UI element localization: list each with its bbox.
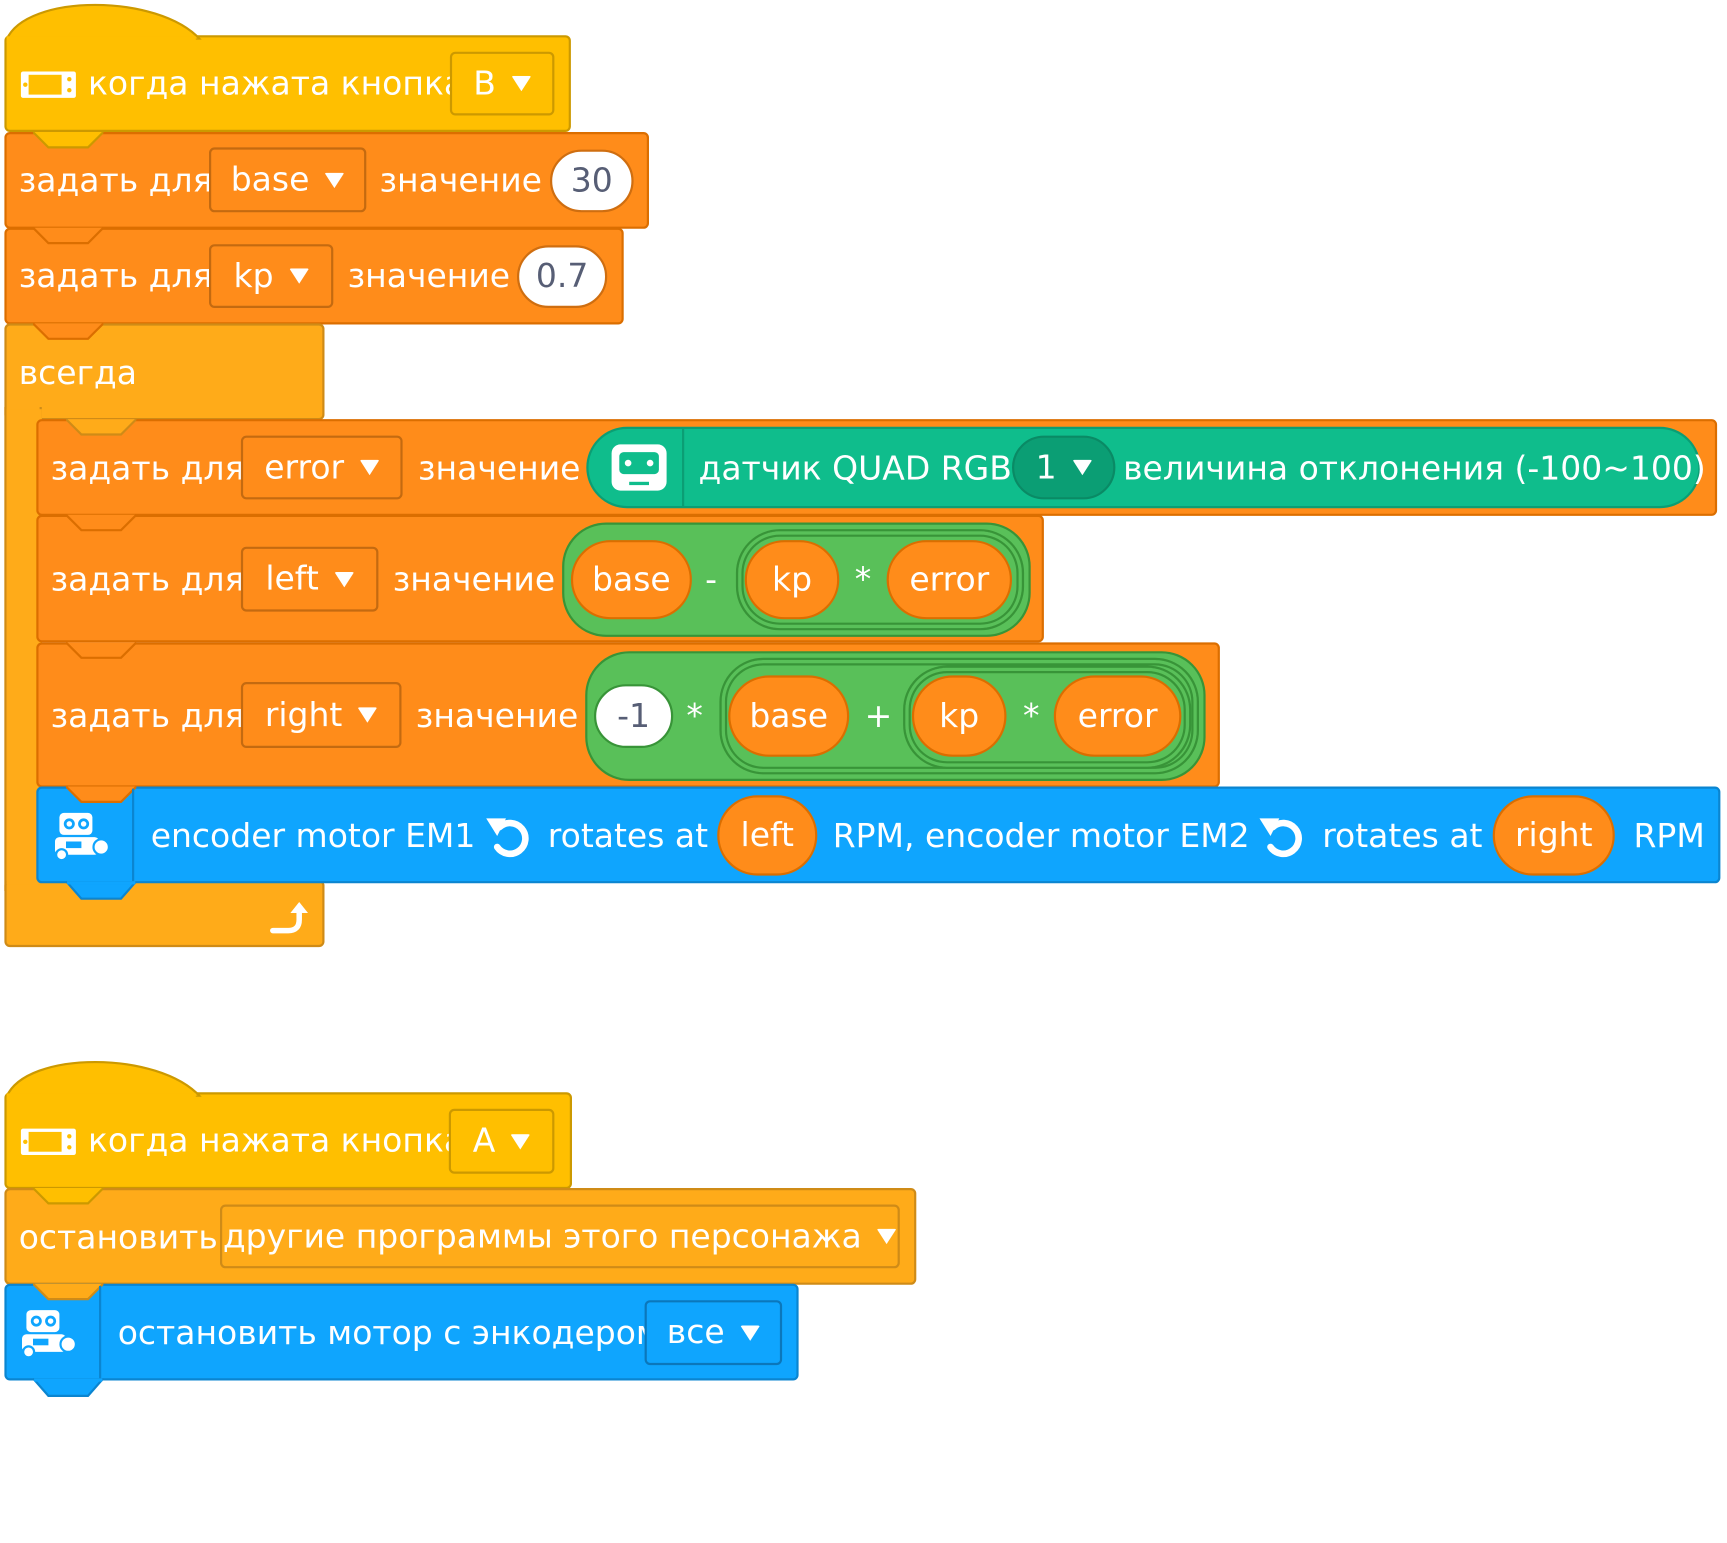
rpm-label: RPM [1633, 817, 1705, 856]
operator-minus: - [705, 561, 718, 600]
variable-name: left [265, 559, 319, 599]
sensor-board-icon [611, 444, 667, 491]
operator-multiply: * [1023, 697, 1040, 736]
dropdown-arrow-icon [334, 571, 354, 587]
dropdown-arrow-icon [877, 1228, 897, 1245]
variable-reporter-error[interactable]: error [1053, 675, 1182, 757]
variable-name: kp [233, 256, 274, 296]
variable-dropdown[interactable]: error [240, 435, 403, 500]
forever-label: всегда [18, 354, 137, 393]
variable-dropdown[interactable]: base [209, 147, 367, 213]
value-label: значение [392, 561, 556, 600]
controller-icon [20, 1128, 76, 1155]
connector-notch [33, 1187, 104, 1205]
stop-option-dropdown[interactable]: другие программы этого персонажа [220, 1204, 900, 1269]
set-prefix: задать для [50, 561, 245, 600]
variable-dropdown[interactable]: right [240, 682, 402, 748]
connector-notch [33, 226, 104, 245]
variable-reporter-base[interactable]: base [570, 540, 692, 620]
variable-reporter-right[interactable]: right [1492, 795, 1615, 876]
operator-plus: + [864, 697, 893, 736]
value-label: значение [379, 161, 542, 201]
set-prefix: задать для [50, 697, 245, 736]
hat-cap [5, 1060, 202, 1097]
variable-name: right [264, 695, 343, 735]
rotates-at-label: rotates at [547, 817, 709, 856]
variable-reporter-kp[interactable]: kp [911, 675, 1007, 757]
connector-bump [66, 881, 137, 900]
dropdown-arrow-icon [511, 75, 532, 92]
encoder-motors-rotate-block[interactable] [36, 786, 1721, 884]
quad-rgb-sensor-reporter[interactable] [586, 426, 1701, 509]
variable-reporter-left[interactable]: left [717, 795, 818, 876]
variable-reporter-error[interactable]: error [886, 540, 1012, 620]
stop-option-value: другие программы этого персонажа [222, 1217, 862, 1256]
connector-notch [66, 514, 137, 532]
variable-name: error [264, 448, 345, 487]
connector-notch [33, 131, 104, 149]
button-value: B [473, 64, 496, 103]
value-label: значение [347, 257, 511, 296]
variable-dropdown[interactable]: kp [209, 244, 334, 308]
variable-reporter-base[interactable]: base [728, 675, 850, 757]
value-input[interactable]: 0.7 [517, 245, 608, 308]
value-label: значение [418, 449, 581, 489]
sensor-reading-label: величина отклонения (-100~100) [1123, 449, 1706, 489]
value-input[interactable]: 30 [550, 149, 634, 213]
robot-icon [22, 1310, 77, 1359]
set-prefix: задать для [18, 161, 213, 201]
connector-bump [33, 1378, 104, 1398]
robot-icon [55, 812, 110, 862]
dropdown-arrow-icon [740, 1324, 760, 1341]
dropdown-arrow-icon [324, 172, 345, 188]
stop-motor-label: остановить мотор с энкодером [117, 1314, 661, 1353]
button-dropdown[interactable]: B [449, 51, 555, 116]
sensor-port-dropdown[interactable]: 1 [1012, 435, 1116, 500]
button-value: A [472, 1122, 496, 1161]
operator-multiply: * [686, 697, 703, 736]
connector-notch [66, 418, 137, 436]
connector-notch [66, 641, 137, 659]
value-label: значение [415, 697, 579, 736]
sensor-label: датчик QUAD RGB [698, 449, 1012, 489]
rotate-counterclockwise-icon[interactable] [484, 812, 532, 858]
hat-label: когда нажата кнопка [88, 64, 465, 104]
forever-block-bottom [4, 880, 325, 948]
loop-arrow-icon [270, 902, 308, 934]
connector-notch [66, 785, 137, 803]
rpm-em2-label: RPM, encoder motor EM2 [832, 817, 1250, 856]
motor-em1-label: encoder motor EM1 [150, 817, 476, 856]
hat-label: когда нажата кнопка [88, 1122, 465, 1161]
connector-notch [33, 1282, 104, 1301]
operator-multiply: * [854, 561, 872, 600]
set-prefix: задать для [50, 449, 245, 489]
controller-icon [20, 71, 76, 98]
variable-reporter-kp[interactable]: kp [744, 540, 840, 620]
motor-option-value: все [666, 1313, 725, 1352]
sensor-port-value: 1 [1035, 448, 1057, 487]
set-prefix: задать для [18, 257, 213, 296]
dropdown-arrow-icon [357, 707, 378, 723]
motor-option-dropdown[interactable]: все [644, 1300, 783, 1366]
button-dropdown[interactable]: A [448, 1108, 555, 1174]
dropdown-arrow-icon [288, 268, 309, 284]
number-input[interactable]: -1 [594, 684, 674, 748]
dropdown-arrow-icon [359, 459, 380, 476]
stop-label: остановить [18, 1218, 218, 1258]
variable-name: base [230, 160, 310, 200]
dropdown-arrow-icon [510, 1133, 531, 1149]
dropdown-arrow-icon [1072, 459, 1092, 476]
variable-dropdown[interactable]: left [240, 546, 379, 612]
rotate-counterclockwise-icon[interactable] [1257, 812, 1305, 858]
hat-cap [5, 3, 202, 40]
connector-notch [33, 322, 104, 340]
rotates-at-label: rotates at [1322, 817, 1483, 856]
